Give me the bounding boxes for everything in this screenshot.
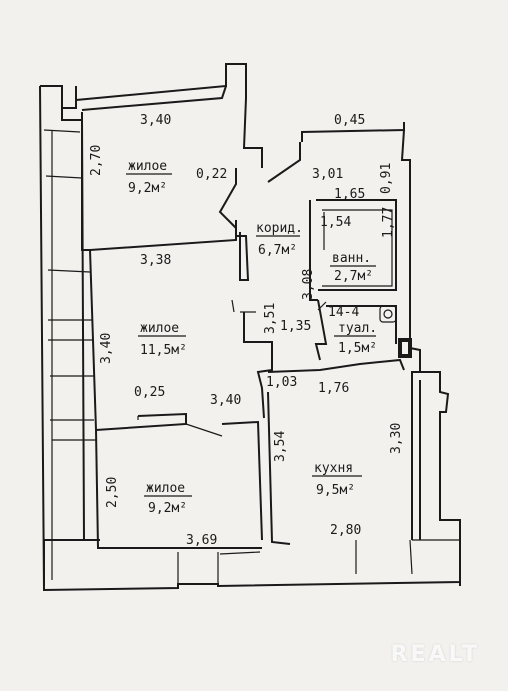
room-area: 11,5м² <box>140 343 187 358</box>
dim-opening: 0,22 <box>196 167 227 182</box>
dim-bottom-width: 3,69 <box>186 533 217 548</box>
dim-corridor-351: 3,51 <box>263 303 278 334</box>
room-area: 6,7м² <box>258 243 297 258</box>
dim-kitchen-103: 1,03 <box>266 375 297 390</box>
room-label-corridor: корид. 6,7м² <box>256 221 303 258</box>
toilet-code: 14-4 <box>328 305 359 320</box>
dim-top-room-width: 3,40 <box>140 113 171 128</box>
dim-bottom-top: 3,40 <box>210 393 241 408</box>
dim-balcony: 0,45 <box>334 113 365 128</box>
room-label-living-mid: жилое 11,5м² <box>138 321 187 358</box>
room-name: корид. <box>256 221 303 236</box>
room-label-toilet: 14-4 туал. 1,5м² <box>328 305 377 356</box>
dim-corridor-width: 3,01 <box>312 167 343 182</box>
dim-bath-177: 1,77 <box>381 207 396 238</box>
room-area: 9,2м² <box>148 501 187 516</box>
room-name: туал. <box>338 321 377 336</box>
dim-kitchen-left: 3,54 <box>273 431 288 462</box>
room-label-bathroom: ванн. 2,7м² <box>330 251 376 284</box>
dimension-labels: 3,40 2,70 0,22 3,38 3,40 0,25 3,40 2,50 … <box>89 113 404 548</box>
dim-bottom-short: 0,25 <box>134 385 165 400</box>
exterior-walls <box>39 63 461 592</box>
room-name: жилое <box>146 481 185 496</box>
room-name: ванн. <box>332 251 371 266</box>
dim-corridor-308: 3,08 <box>301 269 316 300</box>
dim-kitchen-right: 3,30 <box>389 423 404 454</box>
dim-bottom-height: 2,50 <box>105 477 120 508</box>
dim-bath-154: 1,54 <box>320 215 351 230</box>
room-label-living-top: жилое 9,2м² <box>126 159 172 196</box>
room-label-living-bottom: жилое 9,2м² <box>144 481 192 516</box>
dim-kitchen-176: 1,76 <box>318 381 349 396</box>
dim-bath-091: 0,91 <box>379 163 394 194</box>
dim-top-room-height: 2,70 <box>89 145 104 176</box>
room-name: жилое <box>128 159 167 174</box>
dim-kitchen-width: 2,80 <box>330 523 361 538</box>
room-label-kitchen: кухня 9,5м² <box>312 461 362 498</box>
realt-watermark: REALT <box>390 642 480 667</box>
room-name: кухня <box>314 461 353 476</box>
dim-mid-room-top: 3,38 <box>140 253 171 268</box>
room-area: 1,5м² <box>338 341 377 356</box>
interior-walls <box>81 112 412 549</box>
room-area: 9,2м² <box>128 181 167 196</box>
dim-toilet-135: 1,35 <box>280 319 311 334</box>
dim-bath-165: 1,65 <box>334 187 365 202</box>
room-name: жилое <box>140 321 179 336</box>
room-area: 9,5м² <box>316 483 355 498</box>
dim-mid-room-height: 3,40 <box>99 333 114 364</box>
room-area: 2,7м² <box>334 269 373 284</box>
